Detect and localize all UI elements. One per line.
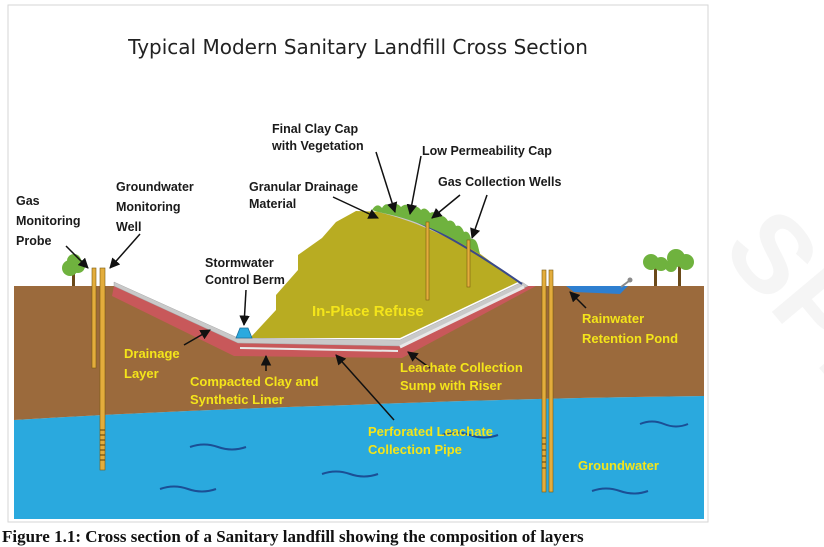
figure-caption: Figure 1.1: Cross section of a Sanitary … — [2, 527, 584, 546]
diagram-title: Typical Modern Sanitary Landfill Cross S… — [127, 35, 588, 59]
label-clay-liner: Compacted Clay and Synthetic Liner — [190, 374, 319, 407]
svg-text:Well: Well — [116, 220, 141, 234]
svg-text:Material: Material — [249, 197, 296, 211]
svg-text:Groundwater: Groundwater — [116, 180, 194, 194]
tree-right-1 — [643, 254, 668, 286]
svg-text:Probe: Probe — [16, 234, 51, 248]
leachate-pipe — [239, 347, 399, 352]
svg-text:Stormwater: Stormwater — [205, 256, 274, 270]
svg-text:Sump with Riser: Sump with Riser — [400, 378, 502, 393]
gas-collection-well-1 — [425, 221, 430, 301]
label-retention-pond: Rainwater Retention Pond — [582, 311, 678, 346]
stormwater-berm — [235, 327, 253, 339]
label-gas-collection-wells: Gas Collection Wells — [438, 175, 561, 189]
gas-monitoring-probe — [91, 267, 97, 369]
water-waves — [159, 420, 689, 495]
tree-right-2 — [665, 249, 694, 286]
groundwater-monitoring-well — [99, 267, 106, 471]
svg-text:Granular Drainage: Granular Drainage — [249, 180, 358, 194]
svg-text:Monitoring: Monitoring — [116, 200, 181, 214]
pond-outlet — [620, 277, 633, 288]
svg-text:Drainage: Drainage — [124, 346, 180, 361]
right-monitoring-well-2 — [548, 269, 554, 493]
sump-riser — [399, 285, 525, 349]
svg-text:Leachate Collection: Leachate Collection — [400, 360, 523, 375]
label-granular-drainage: Granular Drainage Material — [249, 180, 358, 211]
drainage-layer — [113, 281, 529, 347]
leader-arrows — [65, 151, 587, 421]
svg-text:Layer: Layer — [124, 366, 159, 381]
svg-text:Perforated Leachate: Perforated Leachate — [368, 424, 493, 439]
clay-liner — [112, 286, 536, 358]
svg-text:Monitoring: Monitoring — [16, 214, 81, 228]
label-groundwater-monitoring-well: Groundwater Monitoring Well — [116, 180, 194, 234]
svg-text:Retention Pond: Retention Pond — [582, 331, 678, 346]
cap-vegetation — [372, 204, 480, 254]
svg-text:Rainwater: Rainwater — [582, 311, 644, 326]
svg-text:Control Berm: Control Berm — [205, 273, 285, 287]
label-gas-monitoring-probe: Gas Monitoring Probe — [16, 194, 81, 248]
gas-collection-well-2 — [466, 239, 471, 288]
well-screen-left — [100, 429, 105, 461]
svg-text:Compacted Clay and: Compacted Clay and — [190, 374, 319, 389]
label-in-place-refuse: In-Place Refuse — [312, 303, 424, 320]
label-drainage-layer: Drainage Layer — [124, 346, 180, 381]
label-low-permeability-cap: Low Permeability Cap — [422, 144, 552, 158]
label-stormwater-berm: Stormwater Control Berm — [205, 256, 285, 287]
label-leachate-pipe: Perforated Leachate Collection Pipe — [368, 424, 493, 457]
svg-text:Collection Pipe: Collection Pipe — [368, 442, 462, 457]
svg-text:Synthetic Liner: Synthetic Liner — [190, 392, 284, 407]
refuse-mass — [250, 211, 518, 338]
svg-text:with Vegetation: with Vegetation — [271, 139, 364, 153]
low-permeability-cap — [378, 208, 522, 284]
svg-text:Final Clay Cap: Final Clay Cap — [272, 122, 358, 136]
label-groundwater: Groundwater — [578, 458, 659, 473]
right-monitoring-well-1 — [541, 269, 547, 493]
watermark: SPM — [702, 186, 824, 448]
svg-text:Gas: Gas — [16, 194, 40, 208]
retention-pond — [566, 286, 628, 294]
label-final-clay-cap: Final Clay Cap with Vegetation — [271, 122, 364, 153]
label-leachate-sump: Leachate Collection Sump with Riser — [400, 360, 523, 393]
well-screen-right — [542, 437, 546, 469]
